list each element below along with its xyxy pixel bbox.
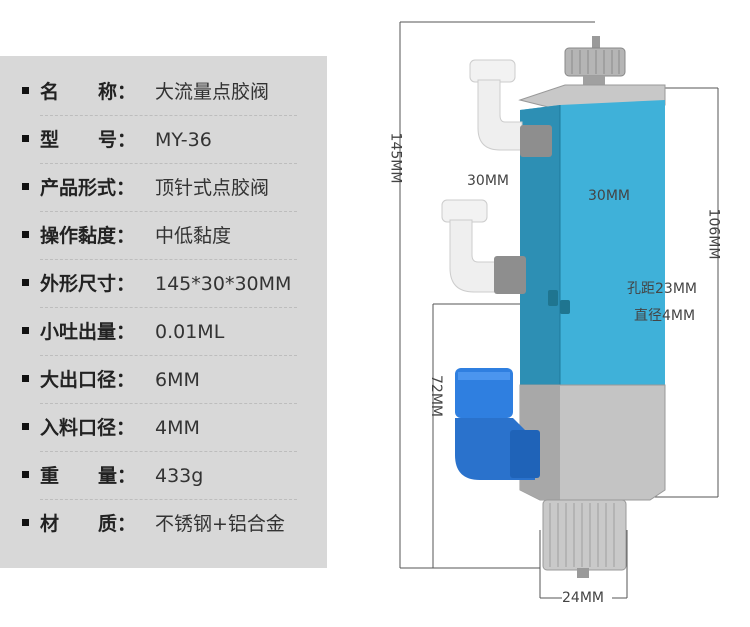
spec-panel: 名称： 大流量点胶阀型号： MY-36 产品形式： 顶针式点胶阀操作黏度： 中低黏度外形尺… (0, 56, 327, 568)
spec-value: 顶针式点胶阀 (155, 177, 270, 199)
spec-label: 外形尺寸： (40, 273, 136, 295)
upper-air-fitting (469, 59, 552, 157)
divider (40, 211, 297, 212)
spec-label: 大出口径： (40, 369, 136, 391)
bullet-icon (22, 231, 29, 238)
divider (40, 451, 297, 452)
spec-label: 型号： (40, 129, 136, 151)
spec-row: 入料口径： 4MM (0, 404, 327, 452)
spec-row: 外形尺寸： 145*30*30MM (0, 260, 327, 308)
spec-row: 重量： 433g (0, 452, 327, 500)
spec-label: 重量： (40, 465, 136, 487)
spec-row: 操作黏度： 中低黏度 (0, 212, 327, 260)
spec-value: 中低黏度 (155, 225, 232, 247)
top-pin (592, 36, 600, 52)
spec-value: 433g (155, 465, 204, 487)
spec-label: 操作黏度： (40, 225, 136, 247)
divider (40, 115, 297, 116)
dimension-height-body: 106MM (705, 208, 722, 260)
bullet-icon (22, 135, 29, 142)
spec-label: 小吐出量： (40, 321, 136, 343)
divider (40, 499, 297, 500)
spec-row: 材质： 不锈钢+铝合金 (0, 500, 327, 548)
bullet-icon (22, 87, 29, 94)
spec-value: 大流量点胶阀 (155, 81, 270, 103)
dimension-width-front: 30MM (588, 188, 630, 204)
bullet-icon (22, 471, 29, 478)
spec-value: 不锈钢+铝合金 (155, 513, 285, 535)
spec-row: 型号： MY-36 (0, 116, 327, 164)
bullet-icon (22, 183, 29, 190)
spec-row: 大出口径： 6MM (0, 356, 327, 404)
spec-row: 产品形式： 顶针式点胶阀 (0, 164, 327, 212)
bullet-icon (22, 375, 29, 382)
dimension-nozzle-width: 24MM (562, 590, 604, 606)
spec-label: 入料口径： (40, 417, 136, 439)
dimension-width-side: 30MM (467, 173, 509, 189)
spec-value: 4MM (155, 417, 200, 439)
divider (40, 163, 297, 164)
divider (40, 355, 297, 356)
bullet-icon (22, 519, 29, 526)
divider (40, 403, 297, 404)
spec-row: 小吐出量： 0.01ML (0, 308, 327, 356)
bullet-icon (22, 327, 29, 334)
spec-value: MY-36 (155, 129, 212, 151)
divider (40, 259, 297, 260)
dimension-height-total: 145MM (387, 132, 404, 184)
spec-label: 名称： (40, 81, 136, 103)
spec-value: 0.01ML (155, 321, 225, 343)
spec-label: 产品形式： (40, 177, 136, 199)
dimension-hole-diameter: 直径4MM (634, 308, 696, 324)
top-knob (564, 47, 626, 77)
divider (40, 307, 297, 308)
spec-value: 6MM (155, 369, 200, 391)
spec-label: 材质： (40, 513, 136, 535)
material-inlet-fitting (455, 368, 540, 480)
dimension-height-lower: 72MM (427, 375, 444, 417)
bullet-icon (22, 423, 29, 430)
spec-row: 名称： 大流量点胶阀 (0, 68, 327, 116)
spec-value: 145*30*30MM (155, 273, 292, 295)
lower-air-fitting (441, 199, 526, 294)
bullet-icon (22, 279, 29, 286)
dimension-hole-spacing: 孔距23MM (627, 281, 697, 297)
